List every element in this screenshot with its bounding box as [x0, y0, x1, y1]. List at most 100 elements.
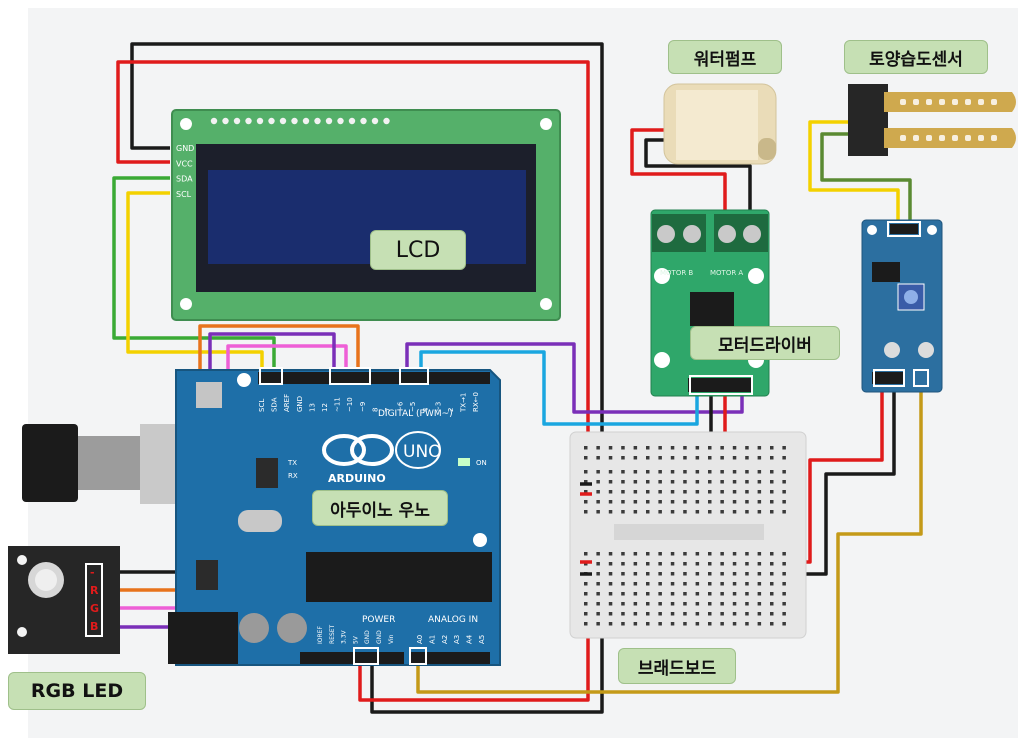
- lcd-label: LCD: [370, 230, 466, 270]
- wire-rgb-r: [120, 324, 360, 592]
- breadboard-hole: [732, 490, 737, 494]
- breadboard-hole: [757, 612, 762, 616]
- breadboard-hole: [646, 562, 650, 566]
- breadboard-hole: [782, 592, 786, 596]
- breadboard-hole: [732, 446, 737, 450]
- arduino-power-pin-label: GND: [376, 630, 383, 644]
- probe-pad: [978, 135, 984, 141]
- breadboard-hole: [782, 572, 786, 576]
- breadboard-hole: [708, 446, 712, 450]
- breadboard-hole: [584, 612, 588, 616]
- breadboard-hole: [770, 490, 774, 494]
- breadboard-hole: [757, 480, 762, 484]
- breadboard-hole: [695, 562, 700, 566]
- breadboard-hole: [596, 480, 600, 484]
- breadboard-hole: [732, 500, 737, 504]
- breadboard-hole: [720, 552, 724, 556]
- breadboard-hole: [608, 622, 613, 626]
- breadboard-hole: [633, 490, 638, 494]
- arduino-on-text: ON: [476, 459, 487, 467]
- breadboard-hole: [782, 480, 786, 484]
- probe-pad: [926, 135, 932, 141]
- breadboard-hole: [683, 552, 687, 556]
- breadboard-hole: [720, 456, 724, 460]
- probe-pad: [991, 135, 997, 141]
- breadboard-hole: [596, 510, 600, 514]
- arduino-label: 아두이노 우노: [312, 490, 448, 526]
- breadboard-hole: [596, 612, 600, 616]
- wire-lcd-vcc: [116, 60, 590, 702]
- breadboard-hole: [646, 510, 650, 514]
- arduino-tx-text: TX: [287, 459, 297, 467]
- breadboard-hole: [633, 510, 638, 514]
- probe-pad: [978, 99, 984, 105]
- soil-module: [861, 219, 943, 393]
- arduino-analog-pin-label: A1: [428, 635, 436, 644]
- arduino-brand-text: ARDUINO: [328, 472, 386, 485]
- breadboard-hole: [708, 456, 712, 460]
- breadboard-hole: [770, 572, 774, 576]
- breadboard-hole: [757, 592, 762, 596]
- breadboard-hole: [782, 562, 786, 566]
- breadboard-hole: [646, 572, 650, 576]
- probe-pad: [965, 135, 971, 141]
- arduino-power-pin-label: 3.3V: [341, 629, 348, 644]
- arduino-power-pin-label: GND: [364, 630, 371, 644]
- breadboard-hole: [757, 622, 762, 626]
- breadboard-hole: [683, 612, 687, 616]
- breadboard-hole: [584, 480, 588, 484]
- breadboard-hole: [633, 582, 638, 586]
- breadboard-hole: [633, 612, 638, 616]
- lcd-header-pin: [371, 117, 379, 125]
- arduino-header-pin-label: GND: [296, 396, 304, 412]
- arduino-model-text: UNO: [403, 442, 442, 462]
- motor-driver: [650, 209, 770, 397]
- arduino-power-text: POWER: [362, 615, 395, 625]
- lcd-pin-label: SCL: [176, 190, 192, 199]
- breadboard-hole: [646, 500, 650, 504]
- arduino-header-pin-label: ~6: [397, 401, 405, 412]
- breadboard-hole: [720, 602, 724, 606]
- breadboard-hole: [621, 622, 625, 626]
- breadboard-hole: [584, 510, 588, 514]
- breadboard-hole: [658, 562, 662, 566]
- breadboard-hole: [596, 622, 600, 626]
- breadboard-hole: [708, 490, 712, 494]
- breadboard-hole: [670, 572, 675, 576]
- lcd-header-pin: [383, 117, 390, 125]
- rgb-pin-label: -: [90, 566, 95, 579]
- breadboard-hole: [658, 552, 662, 556]
- arduino-header-pin-label: AREF: [283, 394, 291, 412]
- breadboard-hole: [596, 490, 600, 494]
- breadboard-hole: [782, 612, 786, 616]
- breadboard-hole: [782, 470, 786, 474]
- breadboard-hole: [708, 480, 712, 484]
- breadboard-hole: [708, 602, 712, 606]
- breadboard-hole: [732, 612, 737, 616]
- breadboard-hole: [658, 456, 662, 460]
- lcd-header-pin: [337, 117, 344, 125]
- breadboard-hole: [720, 480, 724, 484]
- wire-lcd-scl: [126, 191, 264, 372]
- breadboard-hole: [621, 480, 625, 484]
- water-pump: [663, 83, 777, 165]
- water-pump-label: 워터펌프: [668, 40, 782, 74]
- breadboard-hole: [621, 510, 625, 514]
- breadboard-hole: [633, 602, 638, 606]
- breadboard-hole: [596, 552, 600, 556]
- breadboard-hole: [695, 446, 700, 450]
- arduino-header-pin-label: SDA: [271, 397, 279, 412]
- breadboard-hole: [608, 602, 613, 606]
- breadboard-hole: [658, 446, 662, 450]
- breadboard-hole: [646, 592, 650, 596]
- breadboard-hole: [608, 510, 613, 514]
- lcd-pin-label: SDA: [176, 175, 193, 184]
- breadboard-hole: [757, 470, 762, 474]
- breadboard: [569, 431, 807, 639]
- arduino-analog-pin-label: A3: [453, 635, 461, 644]
- arduino-analog-pin-label: A4: [466, 634, 474, 644]
- wire-probe-yellow: [808, 120, 900, 228]
- breadboard-hole: [782, 582, 786, 586]
- arduino-header-pin-label: SCL: [258, 399, 266, 412]
